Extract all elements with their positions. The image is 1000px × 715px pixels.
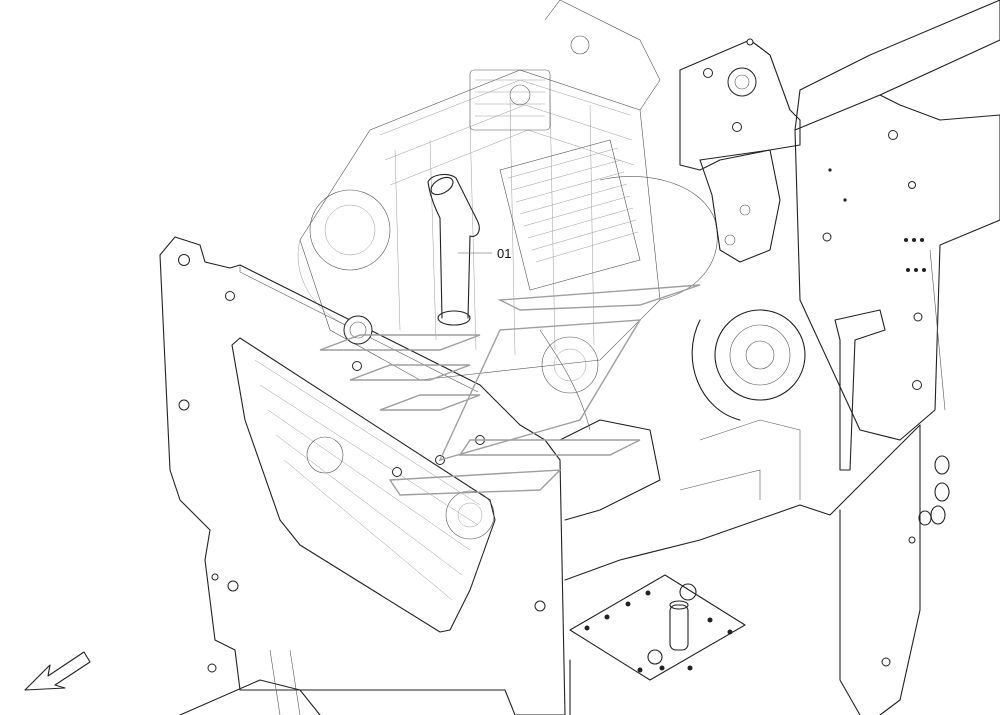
left-side-plate (159, 236, 566, 715)
flywheel-housing (539, 309, 806, 431)
front-lower-frame (179, 309, 950, 715)
callout-01: 01 (458, 246, 511, 261)
floor-plate (569, 574, 746, 681)
right-mounting-bracket (679, 38, 801, 263)
right-rear-plate (794, 0, 1000, 441)
engine-block (297, 0, 718, 381)
direction-arrow-icon (24, 651, 91, 691)
watermark-logo (319, 284, 701, 496)
exhaust-pipe (427, 173, 480, 326)
callout-label: 01 (497, 246, 511, 261)
radiator (499, 139, 641, 291)
